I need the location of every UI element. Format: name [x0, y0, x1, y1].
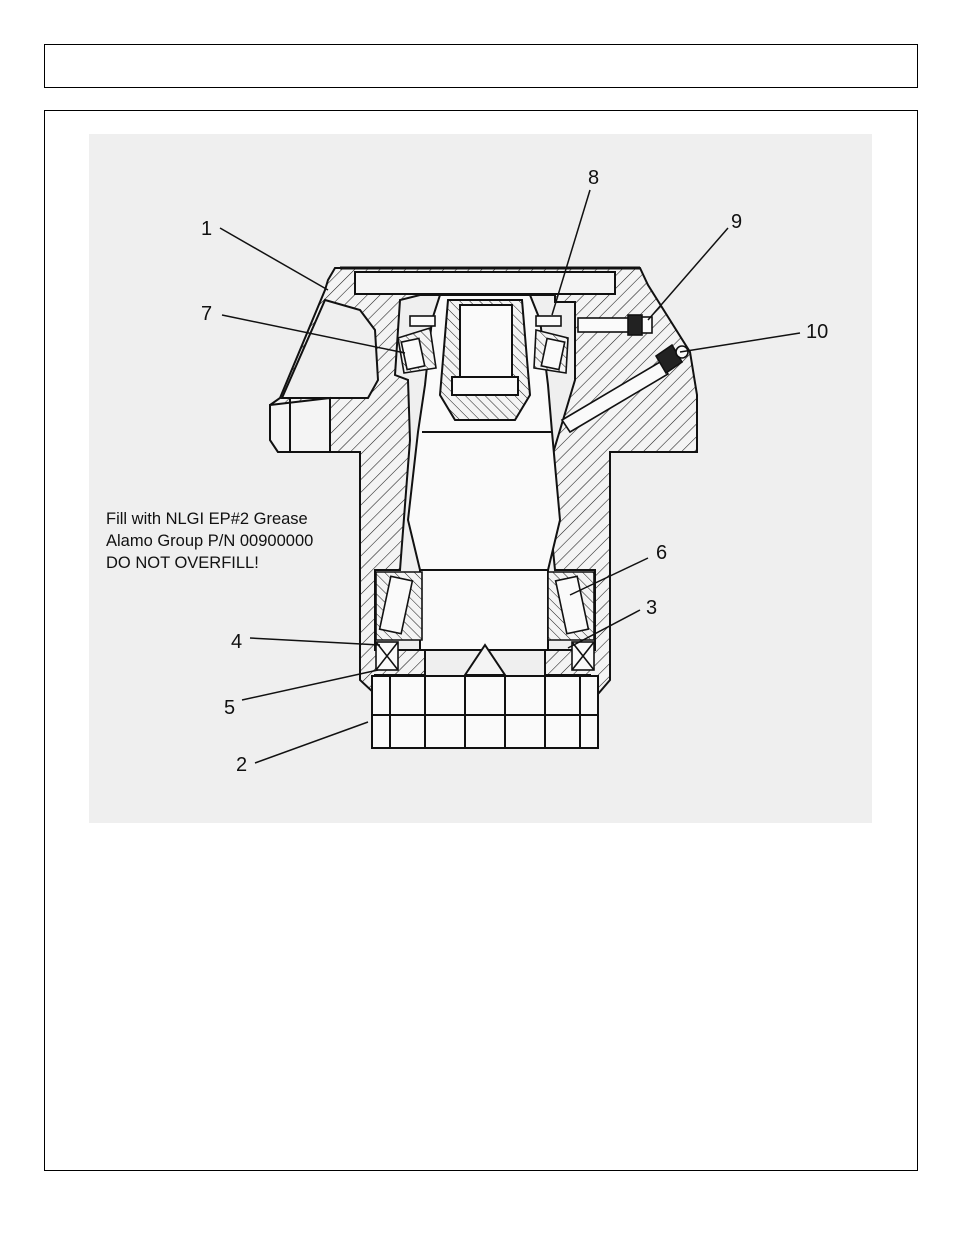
grease-note: Fill with NLGI EP#2 Grease Alamo Group P… [106, 510, 313, 572]
callout-7: 7 [201, 303, 212, 325]
lower-bearing-left [375, 571, 423, 641]
spindle [406, 294, 562, 676]
grease-fitting [560, 343, 689, 434]
callout-9: 9 [731, 211, 742, 233]
leader-1 [219, 227, 329, 291]
callout-6: 6 [656, 542, 667, 564]
callout-1: 1 [201, 218, 212, 240]
leader-6 [569, 557, 649, 596]
leader-8 [551, 189, 591, 316]
callout-labels: 1 2 3 4 5 6 7 8 9 10 [201, 167, 828, 776]
callout-2: 2 [236, 754, 247, 776]
leader-2 [254, 721, 369, 764]
note-line-2: Alamo Group P/N 00900000 [106, 532, 313, 550]
header-box [44, 44, 918, 88]
lower-bearing-right [547, 571, 595, 641]
seal-left [375, 641, 399, 671]
leader-9 [647, 227, 729, 321]
bottom-nut [371, 675, 599, 749]
callout-8: 8 [588, 167, 599, 189]
upper-bearing-left [397, 315, 437, 374]
leader-4 [249, 637, 381, 646]
seal-right [571, 641, 595, 671]
leader-5 [241, 669, 379, 701]
callout-5: 5 [224, 697, 235, 719]
callout-4: 4 [231, 631, 242, 653]
note-line-3: DO NOT OVERFILL! [106, 554, 259, 572]
leader-lines [219, 189, 801, 764]
callout-3: 3 [646, 597, 657, 619]
leader-3 [567, 609, 641, 649]
main-content-box [44, 110, 918, 1171]
callout-10: 10 [806, 321, 828, 343]
leader-7 [221, 314, 406, 354]
note-line-1: Fill with NLGI EP#2 Grease [106, 510, 308, 528]
upper-bearing-right [533, 315, 569, 374]
leader-10 [679, 332, 801, 353]
bolt [577, 314, 653, 336]
